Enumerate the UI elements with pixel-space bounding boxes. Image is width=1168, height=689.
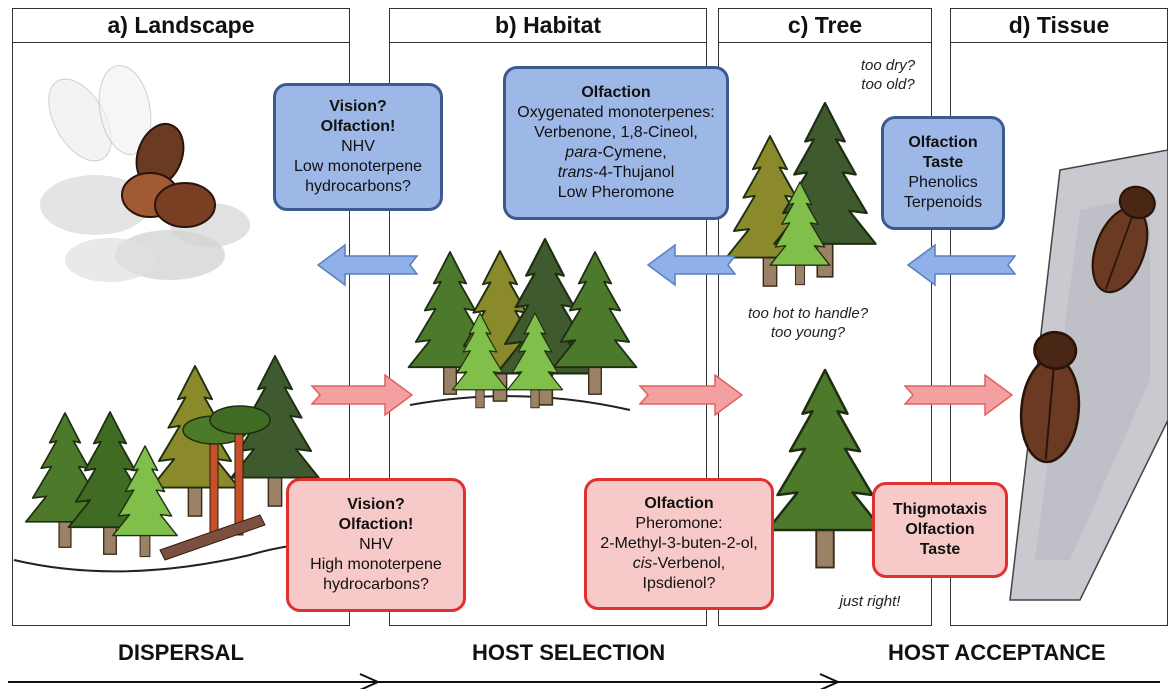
box-title: Olfaction [908, 134, 978, 151]
blue-box-tree: Olfaction Taste Phenolics Terpenoids [881, 116, 1005, 230]
box-title: Taste [922, 154, 964, 171]
panel-habitat-title: b) Habitat [390, 9, 706, 43]
box-line-part: -4-Thujanol [593, 164, 675, 181]
box-line: Verbenone, 1,8-Cineol, [534, 124, 698, 141]
box-line-italic: para [565, 144, 598, 161]
landscape-forest-illustration [13, 355, 346, 573]
red-box-landscape: Vision? Olfaction! NHV High monoterpene … [286, 478, 466, 612]
blue-arrow-tissue-to-tree [906, 243, 1017, 287]
panel-tissue-title: d) Tissue [951, 9, 1167, 43]
box-line: hydrocarbons? [323, 576, 429, 593]
note-too-dry: too dry? too old? [848, 56, 928, 94]
note-line: too old? [861, 76, 915, 93]
stage-label-host-selection: HOST SELECTION [472, 640, 666, 665]
box-line: Olfaction! [338, 516, 414, 533]
box-title: Taste [919, 541, 961, 558]
blue-box-habitat: Olfaction Oxygenated monoterpenes: Verbe… [503, 66, 729, 220]
blue-arrow-habitat-to-landscape [316, 243, 419, 287]
box-line: NHV [341, 138, 375, 155]
box-line: Low Pheromone [557, 184, 675, 201]
red-box-habitat: Olfaction Pheromone: 2-Methyl-3-buten-2-… [584, 478, 774, 610]
note-line: too hot to handle? [747, 305, 869, 322]
blue-arrow-tree-to-habitat [646, 243, 737, 287]
box-line: trans-4-Thujanol [558, 163, 675, 183]
red-arrow-landscape-to-habitat [310, 373, 414, 417]
box-line: 2-Methyl-3-buten-2-ol, [600, 535, 758, 552]
panel-landscape-title: a) Landscape [13, 9, 349, 43]
box-line: Ipsdienol? [642, 575, 716, 592]
note-line: too dry? [860, 57, 916, 74]
box-line: Low monoterpene [293, 158, 423, 175]
box-line: Oxygenated monoterpenes: [517, 104, 715, 121]
box-line-part: -Cymene, [597, 144, 667, 161]
box-line: Vision? [329, 98, 387, 115]
box-title: Olfaction [644, 495, 714, 512]
note-too-hot: too hot to handle? too young? [728, 304, 888, 342]
box-line: hydrocarbons? [305, 178, 411, 195]
box-line-italic: trans [557, 164, 594, 181]
box-line: cis-Verbenol, [633, 554, 726, 574]
stage-label-dispersal: DISPERSAL [118, 640, 244, 665]
timeline-arrow [8, 673, 1160, 689]
habitat-forest-illustration [407, 237, 638, 411]
stage-label-host-acceptance: HOST ACCEPTANCE [888, 640, 1106, 665]
note-line: just right! [839, 593, 901, 610]
note-line: too young? [770, 324, 846, 341]
box-line-italic: cis [632, 555, 653, 572]
box-title: Olfaction [581, 84, 651, 101]
flying-beetles-illustration [40, 64, 250, 282]
bark-tissue-illustration [1009, 149, 1168, 601]
box-title: Thigmotaxis [892, 501, 988, 518]
box-line: para-Cymene, [565, 143, 666, 163]
red-box-tissue: Thigmotaxis Olfaction Taste [872, 482, 1008, 578]
box-line: Vision? [347, 496, 405, 513]
panel-tree-title: c) Tree [719, 9, 931, 43]
box-line: Olfaction! [320, 118, 396, 135]
box-line: Terpenoids [903, 194, 983, 211]
red-arrow-tree-to-tissue [903, 373, 1014, 417]
box-line-part: -Verbenol, [652, 555, 726, 572]
note-just-right: just right! [820, 592, 920, 611]
box-line: NHV [359, 536, 393, 553]
box-line: High monoterpene [310, 556, 442, 573]
box-line: Pheromone: [635, 515, 723, 532]
box-title: Olfaction [905, 521, 975, 538]
red-arrows [310, 373, 1014, 417]
blue-arrows [316, 243, 1017, 287]
box-line: Phenolics [908, 174, 978, 191]
blue-box-landscape: Vision? Olfaction! NHV Low monoterpene h… [273, 83, 443, 211]
red-arrow-habitat-to-tree [638, 373, 744, 417]
